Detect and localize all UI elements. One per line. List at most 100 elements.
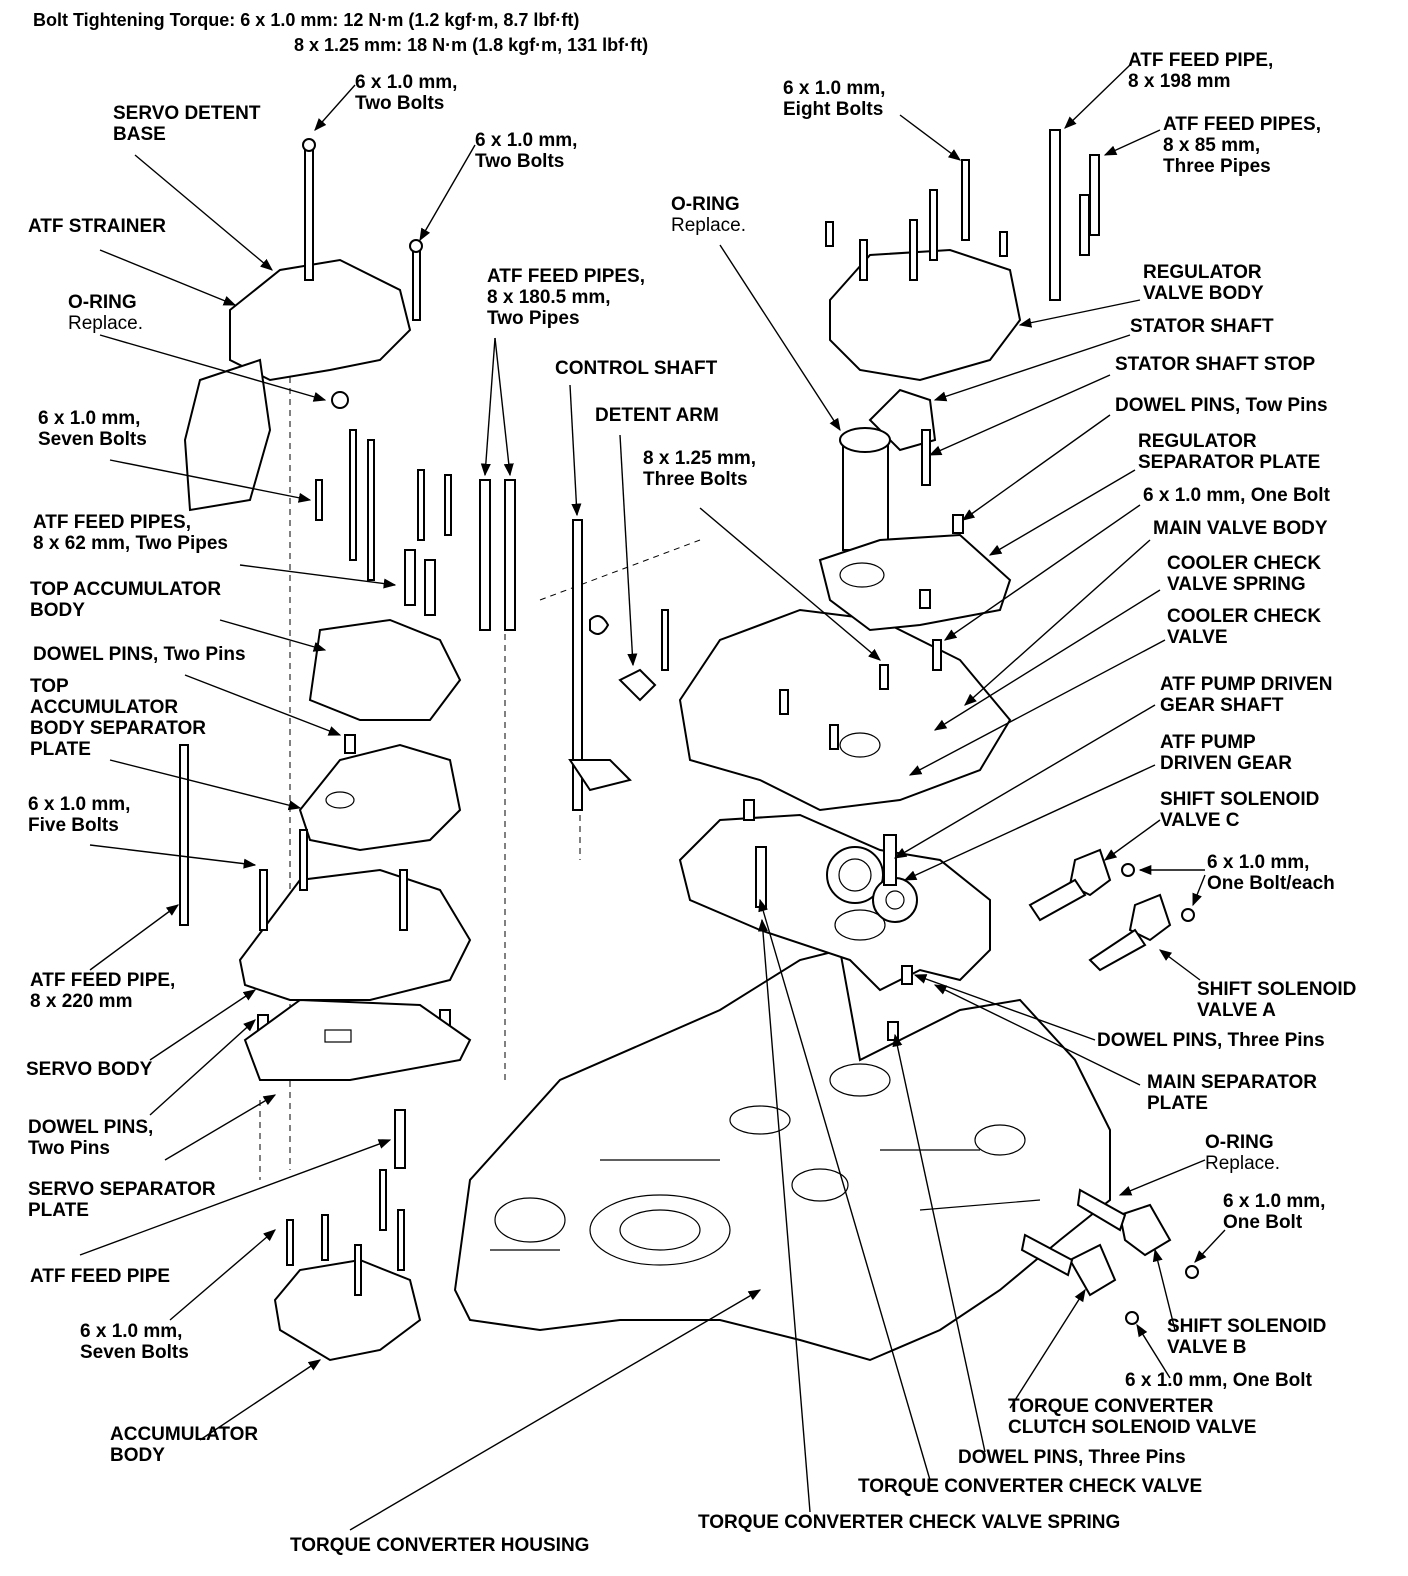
label-tc-clutch-2: CLUTCH SOLENOID VALVE	[1008, 1417, 1257, 1438]
label-bolts-eight-2: Eight Bolts	[783, 99, 884, 120]
label-feed-pipe-198-2: 8 x 198 mm	[1128, 71, 1231, 92]
label-bolts-seven-b-1: 6 x 1.0 mm,	[80, 1321, 183, 1342]
label-top-acc-sep-4: PLATE	[30, 739, 91, 760]
label-control-shaft: CONTROL SHAFT	[555, 358, 718, 379]
label-top-acc-sep-2: ACCUMULATOR	[30, 697, 179, 718]
label-bolts-two-mid-1: 6 x 1.0 mm,	[475, 130, 578, 151]
label-feed-pipes-180-2: 8 x 180.5 mm,	[487, 287, 611, 308]
label-main-valve-body: MAIN VALVE BODY	[1153, 518, 1328, 539]
label-stator-shaft: STATOR SHAFT	[1130, 316, 1274, 337]
label-atf-feed-pipe: ATF FEED PIPE	[30, 1266, 171, 1287]
top-accumulator-separator-plate	[298, 743, 462, 852]
label-pump-gear-2: DRIVEN GEAR	[1160, 753, 1292, 774]
label-bolts-two-top-2: Two Bolts	[355, 93, 445, 114]
label-oring-right-2: Replace.	[1205, 1153, 1280, 1174]
atf-pump-gears	[826, 834, 918, 941]
label-ssv-a-2: VALVE A	[1197, 1000, 1276, 1021]
label-servo-sep-2: PLATE	[28, 1200, 89, 1221]
label-bolts-two-top-1: 6 x 1.0 mm,	[355, 72, 458, 93]
label-ssv-c-1: SHIFT SOLENOID	[1160, 789, 1320, 810]
label-feed-pipe-198-1: ATF FEED PIPE,	[1128, 50, 1274, 71]
label-detent-arm: DETENT ARM	[595, 405, 719, 426]
label-bolts-five-1: 6 x 1.0 mm,	[28, 794, 131, 815]
label-tc-check-spring: TORQUE CONVERTER CHECK VALVE SPRING	[698, 1512, 1121, 1533]
label-cooler-spring-2: VALVE SPRING	[1167, 574, 1306, 595]
label-reg-valve-body-2: VALVE BODY	[1143, 283, 1264, 304]
label-top-acc-body-2: BODY	[30, 600, 85, 621]
label-dowel-tow: DOWEL PINS, Tow Pins	[1115, 395, 1328, 416]
shift-solenoids	[1020, 848, 1199, 1325]
label-oring-right-1: O-RING	[1205, 1132, 1274, 1153]
label-stator-shaft-stop: STATOR SHAFT STOP	[1115, 354, 1316, 375]
label-dowel-two-2b: Two Pins	[28, 1138, 110, 1159]
label-bolts-eight-1: 6 x 1.0 mm,	[783, 78, 886, 99]
label-feed-pipe-220-1: ATF FEED PIPE,	[30, 970, 176, 991]
label-feed-pipes-180-1: ATF FEED PIPES,	[487, 266, 646, 287]
label-bolt-one-c: 6 x 1.0 mm, One Bolt	[1125, 1370, 1312, 1391]
servo-detent-base-group	[183, 138, 423, 512]
label-feed-pipe-220-2: 8 x 220 mm	[30, 991, 133, 1012]
label-feed-pipes-85-2: 8 x 85 mm,	[1163, 135, 1261, 156]
label-servo-sep-1: SERVO SEPARATOR	[28, 1179, 216, 1200]
label-pump-gear-1: ATF PUMP	[1160, 732, 1256, 753]
label-main-sep-2: PLATE	[1147, 1093, 1208, 1114]
label-bolts-two-mid-2: Two Bolts	[475, 151, 565, 172]
label-reg-sep-2: SEPARATOR PLATE	[1138, 452, 1321, 473]
label-dowel-two-1: DOWEL PINS, Two Pins	[33, 644, 246, 665]
label-tc-housing: TORQUE CONVERTER HOUSING	[290, 1535, 590, 1556]
label-feed-pipes-180-3: Two Pipes	[487, 308, 580, 329]
label-top-acc-body-1: TOP ACCUMULATOR	[30, 579, 222, 600]
label-dowel-three-a: DOWEL PINS, Three Pins	[1097, 1030, 1325, 1051]
label-top-acc-sep-1: TOP	[30, 676, 69, 697]
label-bolts-three-1: 8 x 1.25 mm,	[643, 448, 757, 469]
torque-spec-line-2: 8 x 1.25 mm: 18 N·m (1.8 kgf·m, 131 lbf·…	[294, 35, 649, 55]
label-bolt-one-a: 6 x 1.0 mm, One Bolt	[1143, 485, 1330, 506]
label-oring-center-2: Replace.	[671, 215, 746, 236]
label-top-acc-sep-3: BODY SEPARATOR	[30, 718, 206, 739]
label-feed-pipes-62-2: 8 x 62 mm, Two Pipes	[33, 533, 229, 554]
label-ssv-c-2: VALVE C	[1160, 810, 1240, 831]
label-bolt-each-2: One Bolt/each	[1207, 873, 1335, 894]
label-cooler-valve-1: COOLER CHECK	[1167, 606, 1322, 627]
label-bolts-seven-b-2: Seven Bolts	[80, 1342, 189, 1363]
top-accumulator-body-group	[308, 429, 516, 754]
label-dowel-two-2a: DOWEL PINS,	[28, 1117, 154, 1138]
label-tc-check-valve: TORQUE CONVERTER CHECK VALVE	[858, 1476, 1203, 1497]
label-tc-clutch-1: TORQUE CONVERTER	[1008, 1396, 1214, 1417]
label-acc-body-1: ACCUMULATOR	[110, 1424, 259, 1445]
label-oring-center-1: O-RING	[671, 194, 740, 215]
label-dowel-three-b: DOWEL PINS, Three Pins	[958, 1447, 1186, 1468]
label-cooler-valve-2: VALVE	[1167, 627, 1228, 648]
label-atf-strainer: ATF STRAINER	[28, 216, 166, 237]
torque-converter-housing	[453, 948, 1111, 1362]
label-acc-body-2: BODY	[110, 1445, 165, 1466]
label-oring-left-1: O-RING	[68, 292, 137, 313]
label-servo-detent-base-2: BASE	[113, 124, 166, 145]
label-cooler-spring-1: COOLER CHECK	[1167, 553, 1322, 574]
label-feed-pipes-85-1: ATF FEED PIPES,	[1163, 114, 1322, 135]
label-bolt-one-b-1: 6 x 1.0 mm,	[1223, 1191, 1326, 1212]
label-bolts-three-2: Three Bolts	[643, 469, 748, 490]
label-pump-shaft-2: GEAR SHAFT	[1160, 695, 1284, 716]
label-servo-detent-base-1: SERVO DETENT	[113, 103, 261, 124]
label-bolts-seven-2: Seven Bolts	[38, 429, 147, 450]
torque-spec-line-1: Bolt Tightening Torque: 6 x 1.0 mm: 12 N…	[33, 10, 580, 30]
label-bolts-seven-1: 6 x 1.0 mm,	[38, 408, 141, 429]
label-bolt-one-b-2: One Bolt	[1223, 1212, 1303, 1233]
label-reg-sep-1: REGULATOR	[1138, 431, 1257, 452]
leader-lines	[79, 64, 1226, 1531]
label-ssv-a-1: SHIFT SOLENOID	[1197, 979, 1357, 1000]
label-main-sep-1: MAIN SEPARATOR	[1147, 1072, 1317, 1093]
servo-body-group	[179, 744, 472, 1081]
control-shaft-group	[568, 519, 669, 811]
label-pump-shaft-1: ATF PUMP DRIVEN	[1160, 674, 1333, 695]
label-feed-pipes-85-3: Three Pipes	[1163, 156, 1271, 177]
label-bolt-each-1: 6 x 1.0 mm,	[1207, 852, 1310, 873]
label-ssv-b-1: SHIFT SOLENOID	[1167, 1316, 1327, 1337]
label-ssv-b-2: VALVE B	[1167, 1337, 1247, 1358]
label-bolts-five-2: Five Bolts	[28, 815, 119, 836]
accumulator-body-group	[273, 1109, 422, 1362]
regulator-valve-body-group	[818, 129, 1100, 632]
label-reg-valve-body-1: REGULATOR	[1143, 262, 1262, 283]
